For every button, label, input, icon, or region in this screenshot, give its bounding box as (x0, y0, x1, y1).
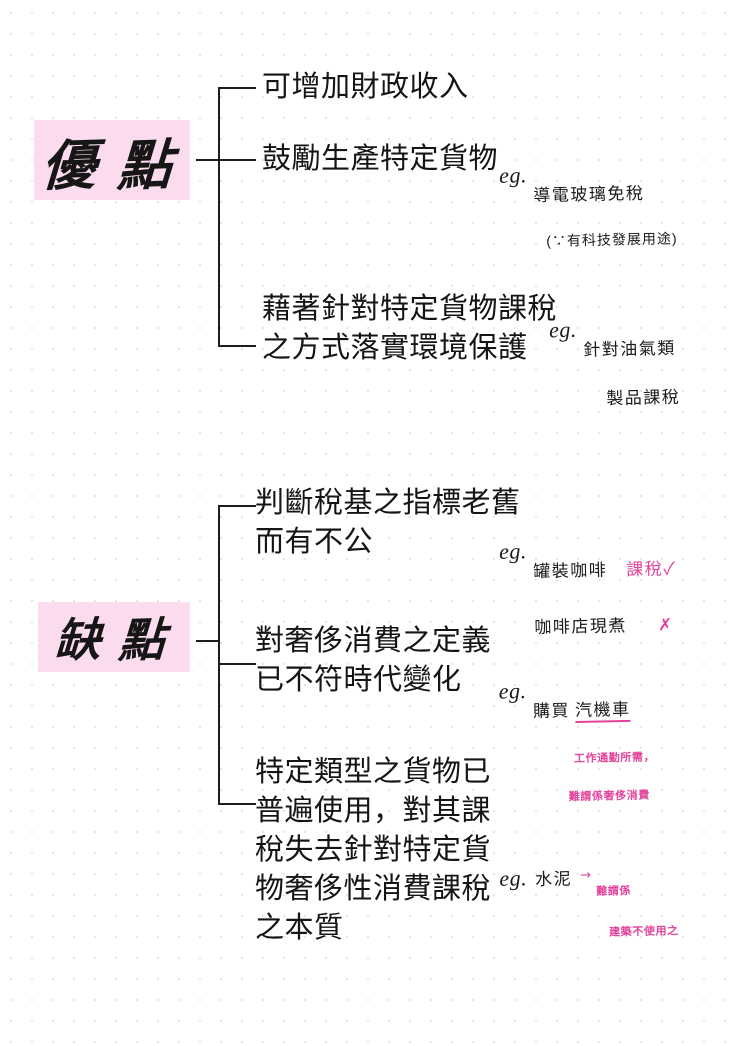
bracket-disadvantages-stem (196, 640, 218, 642)
annotation-dis-1-prefix: eg. (498, 538, 528, 564)
annotation-adv-3-line1: 針對油氣類 (583, 338, 676, 360)
category-label-advantages-char-2: 點 (115, 134, 184, 197)
annotation-dis-1-line2-subject: 咖啡店現煮 (534, 616, 628, 638)
bracket-disadvantages-spine (218, 505, 220, 805)
category-label-disadvantages-char-1: 缺 (53, 614, 111, 667)
annotation-adv-2-line1: 導電玻璃免稅 (533, 183, 645, 206)
branch-disadvantages-2 (218, 663, 256, 665)
category-label-advantages-char-1: 優 (40, 134, 108, 197)
branch-disadvantages-1 (218, 505, 256, 507)
branch-advantages-1 (218, 87, 256, 89)
annotation-adv-3-line2: 製品課稅 (606, 387, 681, 409)
annotation-dis-3: eg. 水泥 → 難謂係 建築不使用之 (499, 843, 680, 980)
annotation-dis-1-line1-verdict: 課稅✓ (626, 559, 677, 580)
annotation-dis-2-subject-underlined: 汽機車 (574, 699, 631, 724)
annotation-adv-3-prefix: eg. (548, 316, 578, 343)
annotation-adv-2: eg. 導電玻璃免稅 (∵有科技發展用途) (498, 140, 678, 290)
annotation-dis-2-note-line2: 難謂係奢侈消費 (568, 789, 651, 804)
annotation-dis-1-line1-subject: 罐裝咖啡 (533, 560, 608, 582)
bracket-disadvantages (196, 505, 256, 805)
category-label-advantages: 優 點 (34, 120, 190, 200)
arrow-icon: → (579, 867, 592, 884)
annotation-dis-2-note-line1: 工作通勤所需， (573, 751, 656, 766)
node-text-dis-3: 特定類型之貨物已 普遍使用，對其課 稅失去針對特定貨 物奢侈性消費課稅 之本質 (255, 756, 492, 944)
node-text-dis-1: 判斷稅基之指標老舊 而有不公 (255, 487, 521, 558)
branch-disadvantages-3 (218, 803, 256, 805)
branch-advantages-3 (218, 345, 256, 347)
category-label-disadvantages: 缺 點 (38, 602, 190, 672)
annotation-adv-3: eg. 針對油氣類 製品課稅 (548, 296, 681, 449)
annotation-dis-3-note-line2: 建築不使用之 (608, 925, 679, 939)
annotation-dis-3-prefix: eg. (499, 865, 528, 891)
branch-advantages-2 (218, 159, 256, 161)
annotation-adv-2-prefix: eg. (498, 162, 528, 188)
node-text-dis-2: 對奢侈消費之定義 已不符時代變化 (255, 625, 492, 696)
bracket-advantages (196, 87, 256, 347)
annotation-dis-1-line2-verdict: ✗ (657, 615, 674, 635)
node-text-adv-1: 可增加財政收入 (262, 71, 469, 103)
annotation-dis-2-subject: 購買 (532, 701, 571, 721)
annotation-dis-3-subject: 水泥 (534, 869, 573, 890)
annotation-dis-2-prefix: eg. (498, 678, 527, 704)
category-label-disadvantages-char-2: 點 (117, 614, 175, 667)
annotation-adv-2-line2: (∵有科技發展用途) (546, 230, 678, 249)
bracket-advantages-spine (218, 87, 220, 347)
annotation-dis-1: eg. 罐裝咖啡 課稅✓ 咖啡店現煮 ✗ (498, 516, 678, 677)
annotation-dis-2: eg. 購買 汽機車 工作通勤所需， 難謂係奢侈消費 (498, 656, 657, 843)
node-text-adv-3: 藉著針對特定貨物課稅 之方式落實環境保護 (262, 293, 558, 364)
bracket-advantages-stem (196, 159, 218, 161)
node-text-adv-2: 鼓勵生產特定貨物 (262, 143, 499, 175)
annotation-dis-3-note-line1: 難謂係 (596, 885, 632, 898)
